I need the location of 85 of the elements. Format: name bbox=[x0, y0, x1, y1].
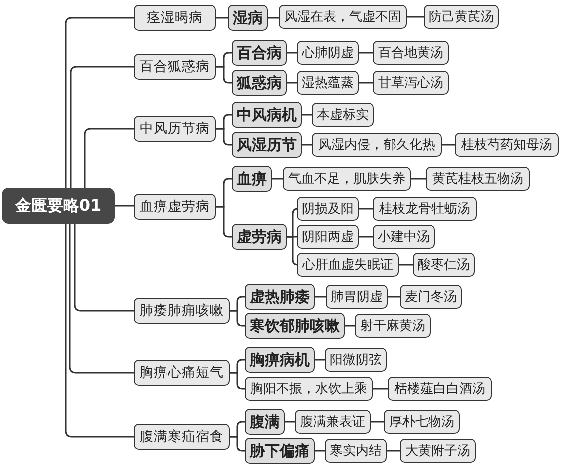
subtopic-box: 大黄附子汤 bbox=[400, 439, 476, 463]
connector-line bbox=[359, 82, 373, 84]
subtopic-box: 酸枣仁汤 bbox=[413, 253, 475, 277]
subtopic-box: 心肝血虚失眠证 bbox=[297, 253, 399, 277]
connector-line bbox=[388, 296, 400, 298]
topic-box: 风湿历节 bbox=[232, 132, 302, 158]
connector-line bbox=[359, 208, 373, 210]
connector-line bbox=[272, 178, 283, 180]
connector-line bbox=[230, 436, 245, 452]
chapter-box: 腹满寒疝宿食 bbox=[134, 424, 230, 450]
connector-line bbox=[315, 359, 325, 361]
chapter-box: 痉湿暍病 bbox=[134, 5, 216, 31]
topic-box: 寒饮郁肺咳嗽 bbox=[245, 313, 345, 339]
topic-box: 狐惑病 bbox=[232, 70, 287, 96]
connector-line bbox=[285, 421, 295, 423]
connector-line bbox=[399, 264, 413, 266]
connector-line bbox=[268, 17, 279, 19]
subtopic-box: 麦门冬汤 bbox=[400, 285, 462, 309]
connector-line bbox=[216, 128, 232, 146]
connector-line bbox=[216, 206, 232, 238]
subtopic-box: 心肺阴虚 bbox=[297, 41, 359, 65]
subtopic-box: 甘草泻心汤 bbox=[373, 71, 449, 95]
topic-box: 胸痹病机 bbox=[245, 347, 315, 373]
connector-line bbox=[216, 66, 232, 84]
chapter-box: 肺痿肺痈咳嗽 bbox=[134, 298, 230, 324]
connector-line bbox=[216, 17, 228, 19]
topic-box: 胁下偏痛 bbox=[245, 438, 315, 464]
connector-line bbox=[230, 372, 245, 390]
connector-line bbox=[287, 236, 299, 266]
chapter-box: 百合狐惑病 bbox=[134, 54, 216, 80]
subtopic-box: 小建中汤 bbox=[373, 225, 435, 249]
connector-line bbox=[115, 205, 134, 207]
connector-line bbox=[65, 17, 134, 188]
topic-box: 虚热肺痿 bbox=[245, 284, 315, 310]
subtopic-box: 腹满兼表证 bbox=[295, 410, 371, 434]
connector-line bbox=[359, 52, 373, 54]
subtopic-box: 厚朴七物汤 bbox=[384, 410, 460, 434]
subtopic-box: 胸阳不振，水饮上乘 bbox=[245, 377, 373, 401]
topic-box: 腹满 bbox=[245, 409, 285, 435]
connector-line bbox=[230, 310, 245, 327]
connector-line bbox=[345, 325, 355, 327]
subtopic-box: 肺胃阴虚 bbox=[326, 285, 388, 309]
connector-line bbox=[69, 224, 134, 374]
connector-line bbox=[287, 52, 297, 54]
connector-line bbox=[387, 450, 400, 452]
connector-line bbox=[442, 144, 455, 146]
subtopic-box: 桂枝龙骨牡蛎汤 bbox=[373, 197, 477, 221]
topic-box: 中风病机 bbox=[232, 102, 302, 128]
subtopic-box: 湿热蕴蒸 bbox=[297, 71, 359, 95]
subtopic-box: 射干麻黄汤 bbox=[355, 314, 431, 338]
subtopic-box: 栝楼薤白白酒汤 bbox=[388, 377, 492, 401]
subtopic-box: 黄芪桂枝五物汤 bbox=[426, 167, 530, 191]
subtopic-box: 阴损及阳 bbox=[297, 197, 359, 221]
subtopic-box: 本虚标实 bbox=[312, 103, 374, 127]
subtopic-box: 桂枝芍药知母汤 bbox=[455, 133, 559, 157]
connector-line bbox=[302, 144, 312, 146]
subtopic-box: 百合地黄汤 bbox=[373, 41, 449, 65]
subtopic-box: 阴阳两虚 bbox=[297, 225, 359, 249]
topic-box: 虚劳病 bbox=[232, 224, 287, 250]
connector-line bbox=[315, 450, 325, 452]
connector-line bbox=[302, 114, 312, 116]
connector-line bbox=[373, 388, 388, 390]
subtopic-box: 寒实内结 bbox=[325, 439, 387, 463]
subtopic-box: 风湿在表，气虚不固 bbox=[279, 5, 407, 29]
topic-box: 血痹 bbox=[232, 166, 272, 192]
topic-box: 百合病 bbox=[232, 40, 287, 66]
chapter-box: 中风历节病 bbox=[134, 116, 216, 142]
connector-line bbox=[65, 224, 134, 438]
connector-line bbox=[359, 236, 373, 238]
connector-line bbox=[411, 178, 426, 180]
subtopic-box: 气血不足，肌肤失养 bbox=[283, 167, 411, 191]
root-topic-box: 金匮要略01 bbox=[2, 188, 115, 224]
connector-line bbox=[407, 16, 424, 18]
connector-line bbox=[84, 128, 134, 188]
connector-line bbox=[70, 66, 134, 188]
topic-box: 湿病 bbox=[228, 5, 268, 31]
subtopic-box: 防己黄芪汤 bbox=[424, 5, 499, 29]
connector-line bbox=[74, 224, 134, 312]
chapter-box: 血痹虚劳病 bbox=[134, 194, 216, 220]
connector-line bbox=[371, 421, 384, 423]
connector-line bbox=[315, 296, 326, 298]
chapter-box: 胸痹心痛短气 bbox=[134, 360, 230, 386]
subtopic-box: 风湿内侵，郁久化热 bbox=[312, 133, 442, 157]
connector-line bbox=[287, 82, 297, 84]
subtopic-box: 阳微阴弦 bbox=[325, 348, 387, 372]
